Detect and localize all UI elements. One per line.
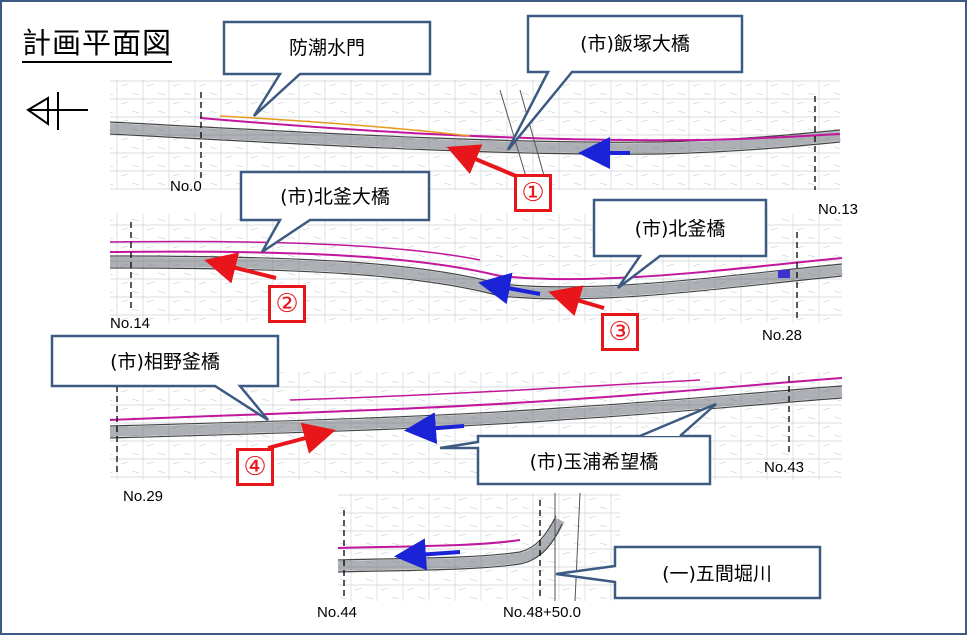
marker-1: ① bbox=[514, 174, 552, 212]
callout-kitagama bbox=[592, 198, 768, 289]
callout-aino-label: (市)相野釜橋 bbox=[110, 351, 220, 373]
callout-gokenbori-label: (一)五間堀川 bbox=[662, 563, 772, 585]
callout-kitagama-ohashi-label: (市)北釜大橋 bbox=[280, 186, 390, 208]
flow-arrow-3 bbox=[404, 412, 465, 445]
north-arrow-icon bbox=[26, 92, 88, 130]
callout-bousui bbox=[222, 20, 432, 117]
callout-bousui-label: 防潮水門 bbox=[289, 37, 365, 59]
station-no29: No.29 bbox=[123, 488, 164, 505]
plan-strip-4 bbox=[337, 492, 620, 602]
station-no0: No.0 bbox=[170, 178, 202, 195]
station-no43: No.43 bbox=[764, 459, 805, 476]
marker-4: ④ bbox=[236, 448, 274, 486]
callout-tamaura-label: (市)玉浦希望橋 bbox=[530, 451, 659, 473]
station-no28: No.28 bbox=[762, 327, 803, 344]
station-no48: No.48+50.0 bbox=[503, 604, 581, 621]
plan-strip-1 bbox=[109, 80, 841, 191]
callout-tamaura bbox=[439, 402, 717, 486]
station-no14: No.14 bbox=[110, 315, 151, 332]
marker-2: ② bbox=[268, 285, 306, 323]
view-arrow-4 bbox=[267, 422, 336, 454]
callout-kitagama-ohashi bbox=[239, 170, 431, 254]
view-arrow-1 bbox=[446, 144, 517, 178]
station-no13: No.13 bbox=[818, 201, 859, 218]
station-no44: No.44 bbox=[317, 604, 358, 621]
callout-kitagama-label: (市)北釜橋 bbox=[635, 218, 726, 240]
callout-iizuka bbox=[506, 14, 744, 151]
flow-arrow-2 bbox=[478, 272, 541, 305]
marker-3: ③ bbox=[601, 313, 639, 351]
callout-aino bbox=[50, 334, 280, 422]
page-title: 計画平面図 bbox=[22, 26, 173, 63]
view-arrow-3 bbox=[548, 285, 605, 317]
view-arrow-2 bbox=[204, 252, 277, 284]
callout-gokenbori bbox=[555, 545, 822, 600]
flow-arrow-4 bbox=[394, 538, 461, 571]
callout-iizuka-label: (市)飯塚大橋 bbox=[580, 33, 690, 55]
